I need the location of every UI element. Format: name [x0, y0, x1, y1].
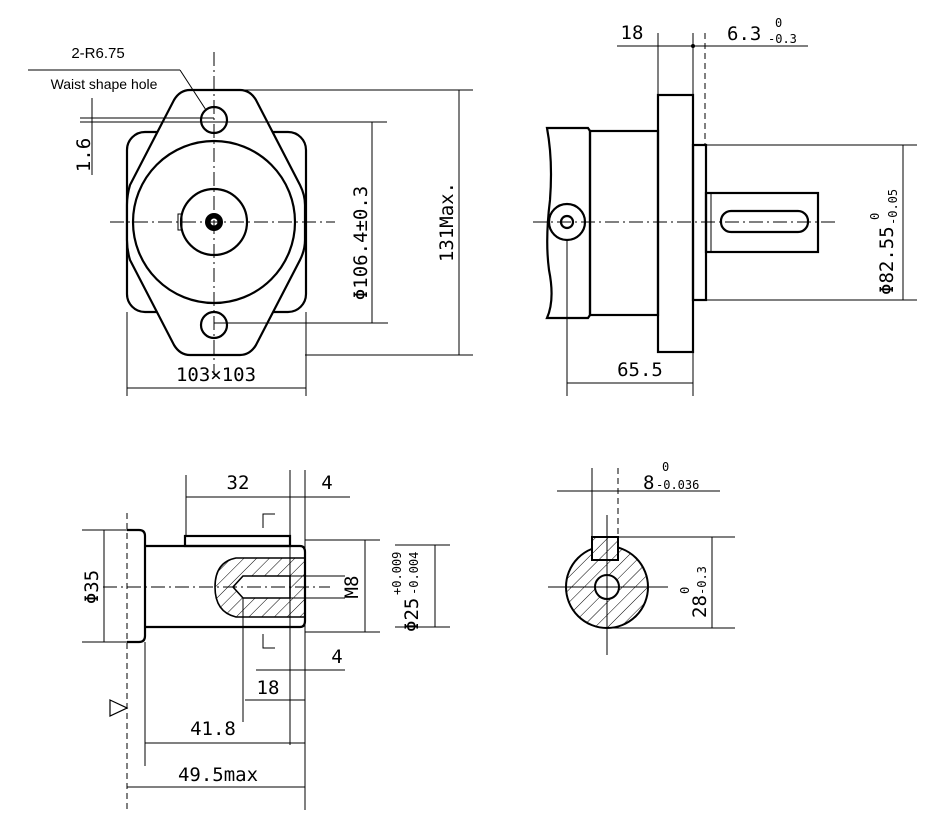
pilot-diameter-base: Φ82.55	[876, 226, 898, 295]
flange-thickness-dim: 18	[621, 22, 644, 44]
pilot-diameter-lower: -0.05	[886, 189, 900, 225]
key-height-upper: 0	[678, 587, 692, 594]
key-offset-top-dim: 4	[321, 472, 332, 494]
key-height-lower: -0.3	[695, 566, 709, 595]
datum-triangle	[109, 699, 129, 717]
thread-dim: M8	[341, 576, 363, 599]
motor-body	[545, 126, 592, 320]
pilot-circle-dim: Φ106.4±0.3	[350, 186, 372, 300]
shaft-flange	[127, 528, 147, 644]
pilot-diameter-upper: 0	[868, 213, 882, 220]
flange-diameter-dim: Φ35	[81, 570, 103, 604]
key-width-base: 8	[643, 472, 654, 494]
key-width-upper: 0	[662, 460, 669, 474]
hole-note: Waist shape hole	[51, 76, 158, 92]
shaft-key	[183, 534, 292, 548]
flange-dim: 103×103	[176, 364, 256, 386]
body-neck	[588, 129, 660, 317]
shaft-diameter-lower: -0.004	[407, 552, 421, 595]
thread-bore	[231, 575, 291, 599]
offset-dim: 1.6	[73, 138, 95, 172]
key-offset-bottom-dim: 4	[331, 646, 342, 668]
side-view: 18 6.3 0 -0.3 Φ82.55 0 -0.05 65.5	[533, 16, 917, 396]
key-length-dim: 32	[227, 472, 250, 494]
hole-label: 2-R6.75	[71, 45, 124, 62]
shaft-length-dim: 41.8	[190, 718, 236, 740]
key-height-base: 28	[689, 595, 711, 618]
front-view: 2-R6.75 Waist shape hole 1.6 Φ106.4±0.3 …	[28, 45, 473, 396]
key-width-lower: -0.036	[656, 478, 699, 492]
height-dim: 131Max.	[436, 182, 458, 262]
thread-depth-dim: 18	[257, 677, 280, 699]
pilot-length-base: 6.3	[727, 23, 761, 45]
total-length-dim: 49.5max	[178, 764, 258, 786]
shaft-view: 32 4 Φ35 M8 Φ25 +0.009 -0.004 4 18 41.8 …	[81, 470, 450, 810]
pilot-length-upper: 0	[775, 16, 782, 30]
shaft-diameter-upper: +0.009	[390, 552, 404, 595]
section-view: 8 0 -0.036 28 0 -0.3	[548, 460, 735, 655]
flange-plate	[656, 93, 695, 354]
shaft-diameter-base: Φ25	[401, 598, 423, 632]
pilot-length-lower: -0.3	[768, 32, 797, 46]
port-distance-dim: 65.5	[617, 359, 663, 381]
